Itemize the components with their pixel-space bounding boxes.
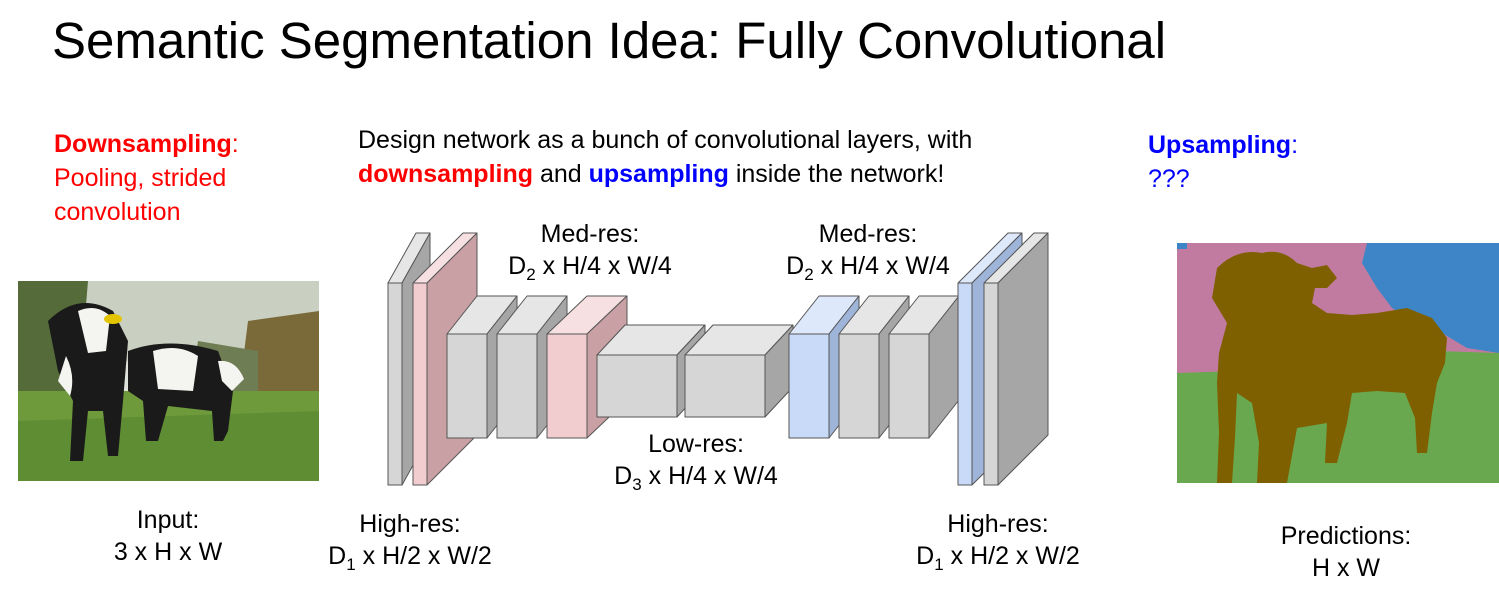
design-note: Design network as a bunch of convolution…: [358, 123, 972, 191]
design-note-line1: Design network as a bunch of convolution…: [358, 126, 973, 154]
input-label-line1: Input:: [136, 506, 200, 534]
downsampling-heading: Downsampling: [54, 130, 232, 158]
input-cow-photo: [18, 281, 319, 481]
high-res-right-d: D: [916, 542, 935, 570]
design-word-upsampling: upsampling: [588, 160, 729, 188]
med-res-left-label: Med-res: D2 x H/4 x W/4: [470, 218, 710, 284]
design-word-downsampling: downsampling: [358, 160, 533, 188]
low-res-label: Low-res: D3 x H/4 x W/4: [576, 428, 816, 494]
downsampling-note: Downsampling: Pooling, strided convoluti…: [54, 127, 239, 229]
high-res-left-rest: x H/2 x W/2: [355, 542, 492, 570]
input-label: Input: 3 x H x W: [78, 504, 258, 568]
high-res-right-sub: 1: [934, 555, 944, 574]
high-res-left-line1: High-res:: [359, 510, 461, 538]
upsampling-colon: :: [1291, 131, 1299, 159]
layer-high-res-3: [983, 232, 1049, 486]
downsampling-colon: :: [231, 130, 239, 158]
high-res-right-rest: x H/2 x W/2: [943, 542, 1080, 570]
slide-title: Semantic Segmentation Idea: Fully Convol…: [52, 12, 1167, 69]
med-res-left-sub: 2: [526, 265, 536, 284]
upsampling-heading: Upsampling: [1148, 131, 1292, 159]
predictions-label: Predictions: H x W: [1246, 520, 1446, 584]
low-res-d: D: [614, 462, 633, 490]
predictions-line1: Predictions:: [1280, 522, 1412, 550]
med-res-right-label: Med-res: D2 x H/4 x W/4: [748, 218, 988, 284]
design-note-line2: downsampling and upsampling inside the n…: [358, 157, 972, 191]
design-word-end: inside the network!: [728, 160, 945, 188]
downsampling-line2: convolution: [54, 198, 181, 226]
high-res-left-d: D: [328, 542, 347, 570]
high-res-right-line1: High-res:: [947, 510, 1049, 538]
med-res-right-sub: 2: [804, 265, 814, 284]
layer-blocks: [387, 232, 1049, 486]
layer-low-res-2: [684, 324, 794, 418]
high-res-left-sub: 1: [346, 555, 356, 574]
high-res-left-label: High-res: D1 x H/2 x W/2: [290, 508, 530, 574]
layer-med-res-4: [888, 295, 960, 439]
input-label-line2: 3 x H x W: [113, 538, 223, 566]
med-res-left-d: D: [508, 252, 527, 280]
med-res-right-rest: x H/4 x W/4: [813, 252, 950, 280]
low-res-line1: Low-res:: [648, 430, 744, 458]
med-res-right-line1: Med-res:: [818, 220, 918, 248]
predictions-line2: H x W: [1311, 554, 1381, 582]
predictions-segmentation-map: [1177, 243, 1499, 483]
med-res-right-d: D: [786, 252, 805, 280]
upsampling-line1: ???: [1148, 165, 1190, 193]
med-res-left-line1: Med-res:: [540, 220, 640, 248]
design-word-and: and: [533, 160, 589, 188]
upsampling-note: Upsampling: ???: [1148, 128, 1298, 196]
med-res-left-rest: x H/4 x W/4: [535, 252, 672, 280]
downsampling-line1: Pooling, strided: [54, 164, 227, 192]
low-res-rest: x H/4 x W/4: [641, 462, 778, 490]
high-res-right-label: High-res: D1 x H/2 x W/2: [878, 508, 1118, 574]
low-res-sub: 3: [632, 475, 642, 494]
